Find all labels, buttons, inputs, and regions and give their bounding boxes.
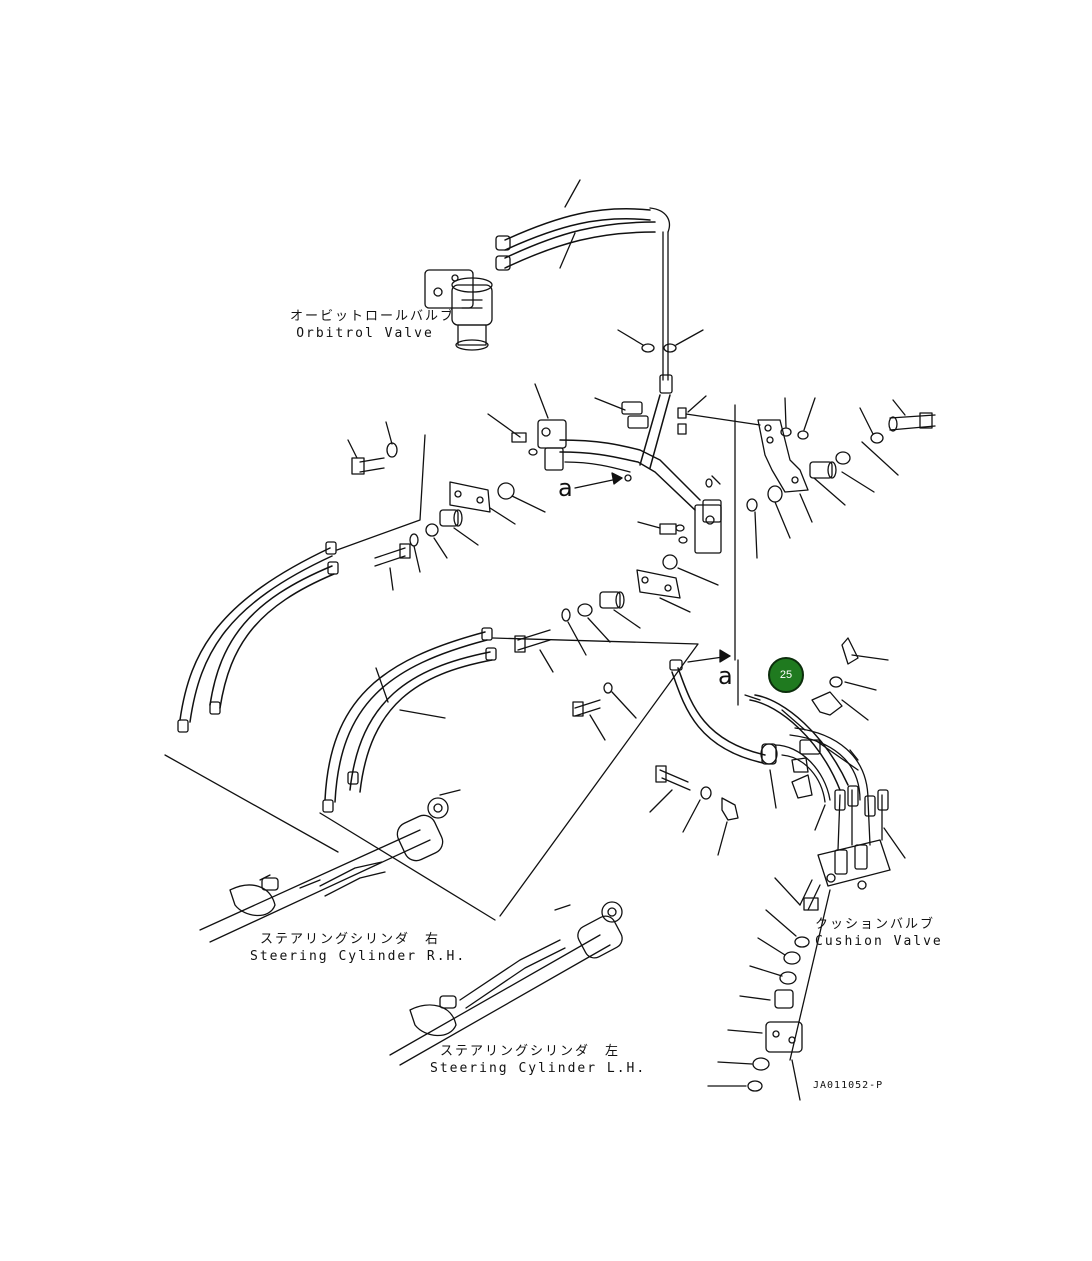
- steering-cylinder-rh-drawing: [199, 789, 461, 943]
- steering-cylinder-lh-drawing: [389, 901, 623, 1066]
- part-hotspot-number: 25: [779, 669, 793, 681]
- orbitrol-valve-label-en: Orbitrol Valve: [296, 326, 434, 341]
- part-hotspot-25[interactable]: 25: [768, 657, 804, 693]
- steering-cylinder-lh-label-jp: ステアリングシリンダ 左: [439, 1044, 620, 1059]
- cushion-valve-label-jp: クッションバルブ: [815, 917, 936, 932]
- callout-a-lower: a: [718, 662, 733, 690]
- orbitrol-valve-label-jp: オービットロールバルブ: [290, 309, 456, 324]
- o-rings-top: [617, 329, 704, 394]
- plate-and-spacers: [347, 421, 719, 741]
- cushion-valve-label-en: Cushion Valve: [815, 934, 943, 949]
- orbitrol-valve-label: オービットロールバルブ Orbitrol Valve: [290, 308, 456, 342]
- hoses-steering-rh: [164, 434, 426, 853]
- upper-hose-pair: [495, 179, 671, 381]
- cushion-valve: [789, 785, 906, 1101]
- steering-cylinder-rh-label-jp: ステアリングシリンダ 右: [259, 932, 440, 947]
- drawing-code: JA011052-P: [813, 1080, 884, 1091]
- hoses-steering-lh: [319, 627, 699, 921]
- right-bracket-assembly: [746, 397, 936, 559]
- callout-a-upper: a: [558, 474, 573, 502]
- center-tube-assembly: [487, 383, 761, 554]
- steering-cylinder-lh-label-en: Steering Cylinder L.H.: [430, 1061, 647, 1076]
- cushion-valve-label: クッションバルブ Cushion Valve: [815, 916, 943, 950]
- cushion-mounting-hardware: [707, 877, 821, 1092]
- cushion-hoses: [669, 404, 869, 831]
- hose-clamps: [649, 637, 889, 856]
- steering-cylinder-rh-label: ステアリングシリンダ 右 Steering Cylinder R.H.: [250, 931, 467, 965]
- steering-cylinder-rh-label-en: Steering Cylinder R.H.: [250, 949, 467, 964]
- orbitrol-valve: [424, 269, 493, 351]
- steering-cylinder-lh-label: ステアリングシリンダ 左 Steering Cylinder L.H.: [430, 1043, 647, 1077]
